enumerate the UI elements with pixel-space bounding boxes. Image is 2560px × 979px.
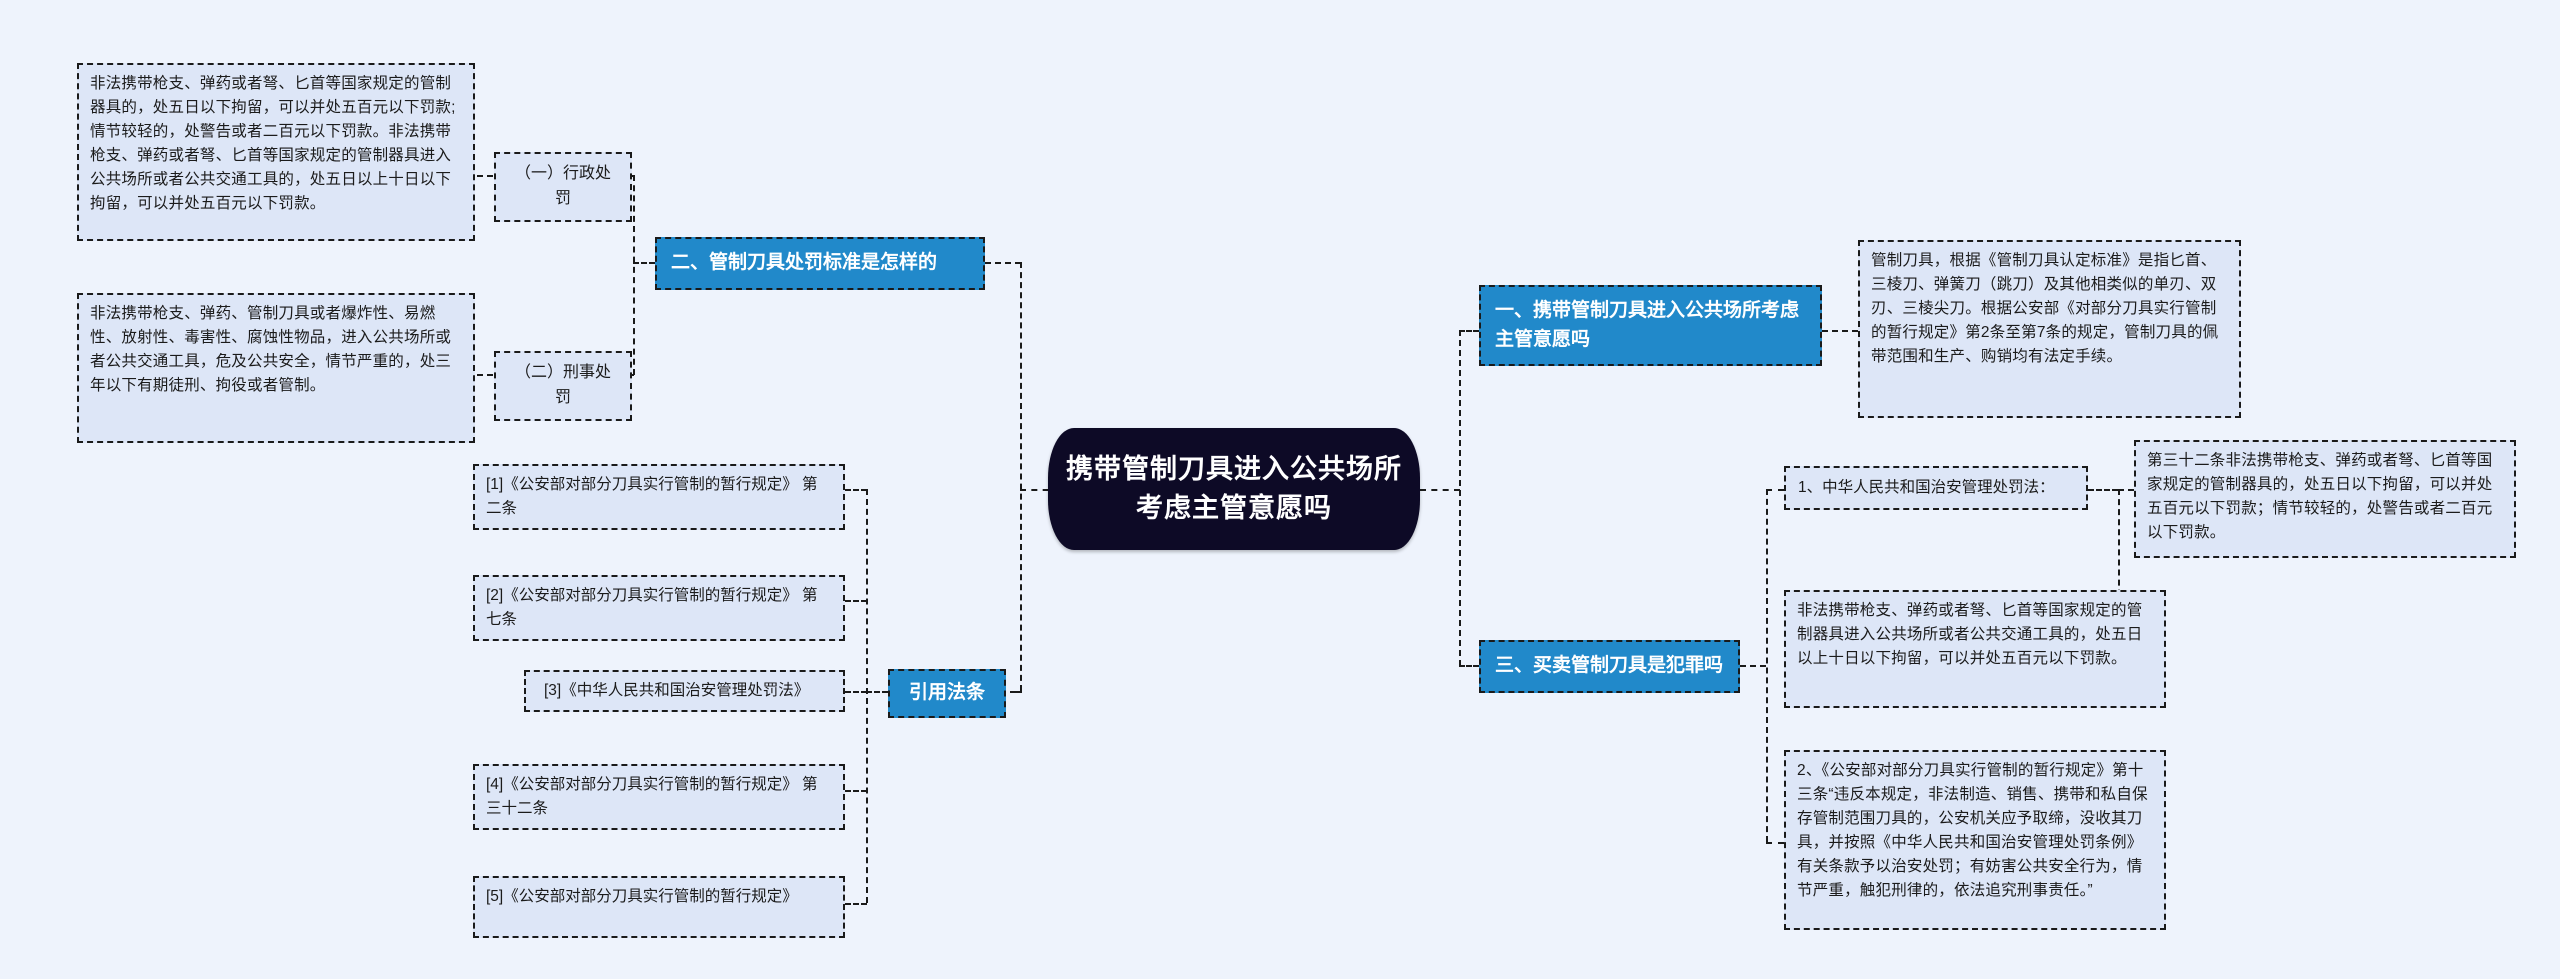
connector-center-right (1420, 489, 1460, 491)
node-reference-3[interactable]: [3]《中华人民共和国治安管理处罚法》 (524, 670, 845, 713)
connector-rt-detail (1822, 330, 1858, 332)
connector-center-left (1020, 489, 1060, 491)
connector-item1-vert (2118, 489, 2120, 656)
connector-left-bottom-stub (1010, 691, 1022, 693)
node-reference-1[interactable]: [1]《公安部对部分刀具实行管制的暂行规定》 第二条 (473, 464, 845, 531)
connector-right-bottom-stub (1459, 665, 1479, 667)
connector-rb-vert (1766, 489, 1768, 842)
connector-left-trunk (1020, 262, 1022, 691)
connector-rb-item2 (1766, 842, 1784, 844)
node-criminal-penalty-detail: 非法携带枪支、弹药、管制刀具或者爆炸性、易燃性、放射性、毒害性、腐蚀性物品，进入… (77, 293, 475, 443)
node-law-source-label[interactable]: 1、中华人民共和国治安管理处罚法： (1784, 466, 2088, 511)
connector-rb-item1 (1766, 489, 1784, 491)
connector-ref3 (845, 691, 867, 693)
connector-rb-in (1740, 665, 1766, 667)
node-law-article-32: 第三十二条非法携带枪支、弹药或者弩、匕首等国家规定的管制器具的，处五日以下拘留，… (2134, 440, 2516, 558)
node-branch-title-two[interactable]: 二、管制刀具处罚标准是怎样的 (655, 237, 985, 290)
node-admin-penalty-detail: 非法携带枪支、弹药或者弩、匕首等国家规定的管制器具的，处五日以下拘留，可以并处五… (77, 63, 475, 241)
node-reference-5[interactable]: [5]《公安部对部分刀具实行管制的暂行规定》 (473, 876, 845, 938)
node-branch-title-three[interactable]: 三、买卖管制刀具是犯罪吗 (1479, 640, 1740, 693)
node-branch-one-detail: 管制刀具，根据《管制刀具认定标准》是指匕首、三棱刀、弹簧刀（跳刀）及其他相类似的… (1858, 240, 2241, 418)
node-law-public-place-penalty: 非法携带枪支、弹药或者弩、匕首等国家规定的管制器具进入公共场所或者公共交通工具的… (1784, 590, 2166, 708)
node-law-article-13: 2、《公安部对部分刀具实行管制的暂行规定》第十三条“违反本规定，非法制造、销售、… (1784, 750, 2166, 930)
connector-item1-detail-in (2088, 489, 2118, 491)
connector-ref1 (845, 489, 867, 491)
connector-right-trunk (1459, 330, 1461, 666)
connector-item1-d1 (2118, 489, 2134, 491)
connector-admin-detail (477, 175, 503, 177)
connector-ref2 (845, 600, 867, 602)
connector-refs-vert (866, 489, 868, 903)
node-center-topic[interactable]: 携带管制刀具进入公共场所考虑主管意愿吗 (1048, 428, 1420, 550)
connector-right-top-stub (1459, 330, 1479, 332)
connector-left-top-stub (985, 262, 1021, 264)
connector-ref4 (845, 790, 867, 792)
connector-lt-vert (633, 175, 635, 375)
connector-criminal-detail (477, 374, 503, 376)
node-reference-4[interactable]: [4]《公安部对部分刀具实行管制的暂行规定》 第三十二条 (473, 764, 845, 831)
node-branch-title-one[interactable]: 一、携带管制刀具进入公共场所考虑主管意愿吗 (1479, 285, 1822, 366)
connector-ref5 (845, 903, 867, 905)
node-admin-penalty-label[interactable]: （一）行政处罚 (494, 152, 632, 222)
node-reference-2[interactable]: [2]《公安部对部分刀具实行管制的暂行规定》 第七条 (473, 575, 845, 642)
node-criminal-penalty-label[interactable]: （二）刑事处罚 (494, 351, 632, 421)
connector-refs-in (866, 691, 888, 693)
node-cited-laws-title[interactable]: 引用法条 (888, 669, 1006, 718)
connector-lt-title-in (633, 262, 655, 264)
